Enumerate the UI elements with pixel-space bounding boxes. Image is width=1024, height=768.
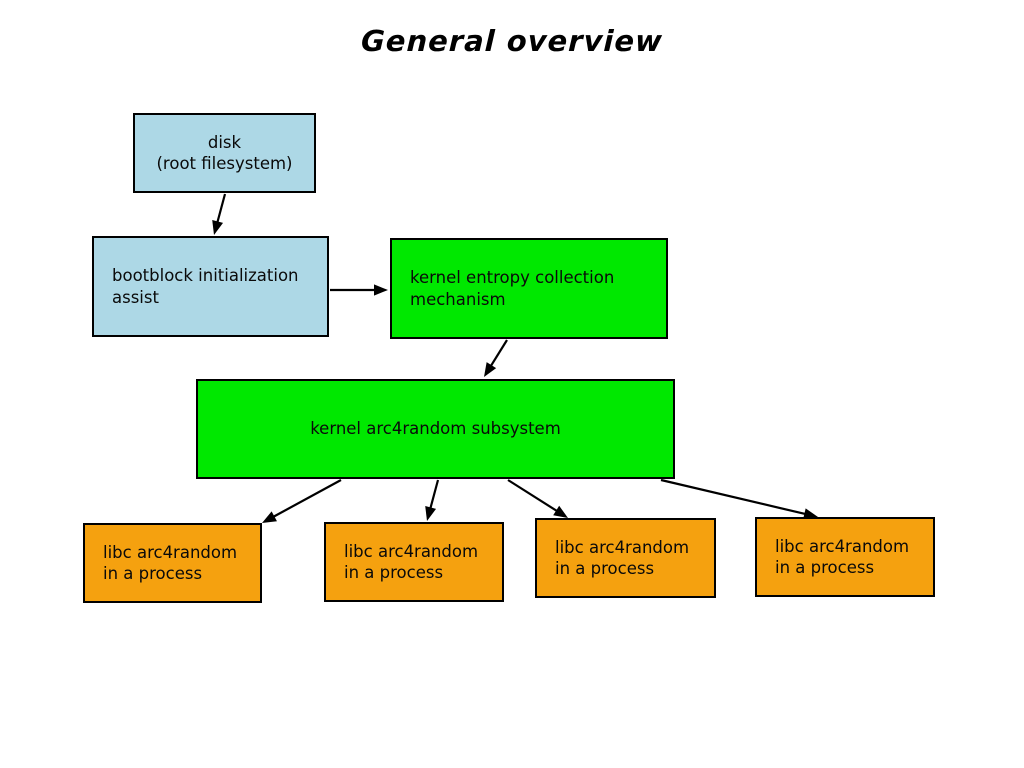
edge-arc4random-to-libc1 bbox=[262, 479, 342, 523]
edge-entropy-to-arc4random bbox=[484, 339, 508, 377]
node-label: libc arc4random in a process bbox=[103, 542, 238, 583]
node-libc2[interactable]: libc arc4random in a process bbox=[324, 522, 504, 602]
node-entropy[interactable]: kernel entropy collection mechanism bbox=[390, 238, 668, 339]
edge-line bbox=[271, 479, 342, 519]
node-disk[interactable]: disk (root filesystem) bbox=[133, 113, 316, 193]
arrowhead-icon bbox=[262, 511, 277, 523]
edge-arc4random-to-libc2 bbox=[425, 479, 440, 521]
arrowhead-icon bbox=[425, 506, 437, 521]
node-libc4[interactable]: libc arc4random in a process bbox=[755, 517, 935, 597]
edge-bootblock-to-entropy bbox=[330, 284, 388, 296]
node-label: kernel entropy collection mechanism bbox=[410, 268, 615, 309]
edge-disk-to-bootblock bbox=[212, 193, 227, 235]
node-libc3[interactable]: libc arc4random in a process bbox=[535, 518, 716, 598]
node-label: kernel arc4random subsystem bbox=[310, 419, 561, 439]
node-label: bootblock initialization assist bbox=[112, 266, 299, 307]
node-label: libc arc4random in a process bbox=[555, 537, 690, 578]
edge-arc4random-to-libc4 bbox=[660, 478, 818, 520]
node-label: libc arc4random in a process bbox=[775, 536, 910, 577]
edge-line bbox=[660, 478, 808, 516]
page-title: General overview bbox=[360, 24, 664, 58]
node-arc4random[interactable]: kernel arc4random subsystem bbox=[196, 379, 675, 479]
edge-arc4random-to-libc3 bbox=[507, 479, 568, 518]
edge-line bbox=[215, 193, 227, 225]
arrowhead-icon bbox=[212, 220, 224, 235]
node-label: libc arc4random in a process bbox=[344, 541, 479, 582]
node-bootblock[interactable]: bootblock initialization assist bbox=[92, 236, 329, 337]
edge-line bbox=[507, 479, 560, 514]
edge-line bbox=[428, 479, 440, 511]
arrowhead-icon bbox=[374, 284, 388, 296]
arrowhead-icon bbox=[553, 505, 568, 518]
arrowhead-icon bbox=[484, 362, 497, 377]
node-libc1[interactable]: libc arc4random in a process bbox=[83, 523, 262, 603]
node-label: disk (root filesystem) bbox=[156, 132, 293, 173]
edge-line bbox=[488, 339, 508, 369]
